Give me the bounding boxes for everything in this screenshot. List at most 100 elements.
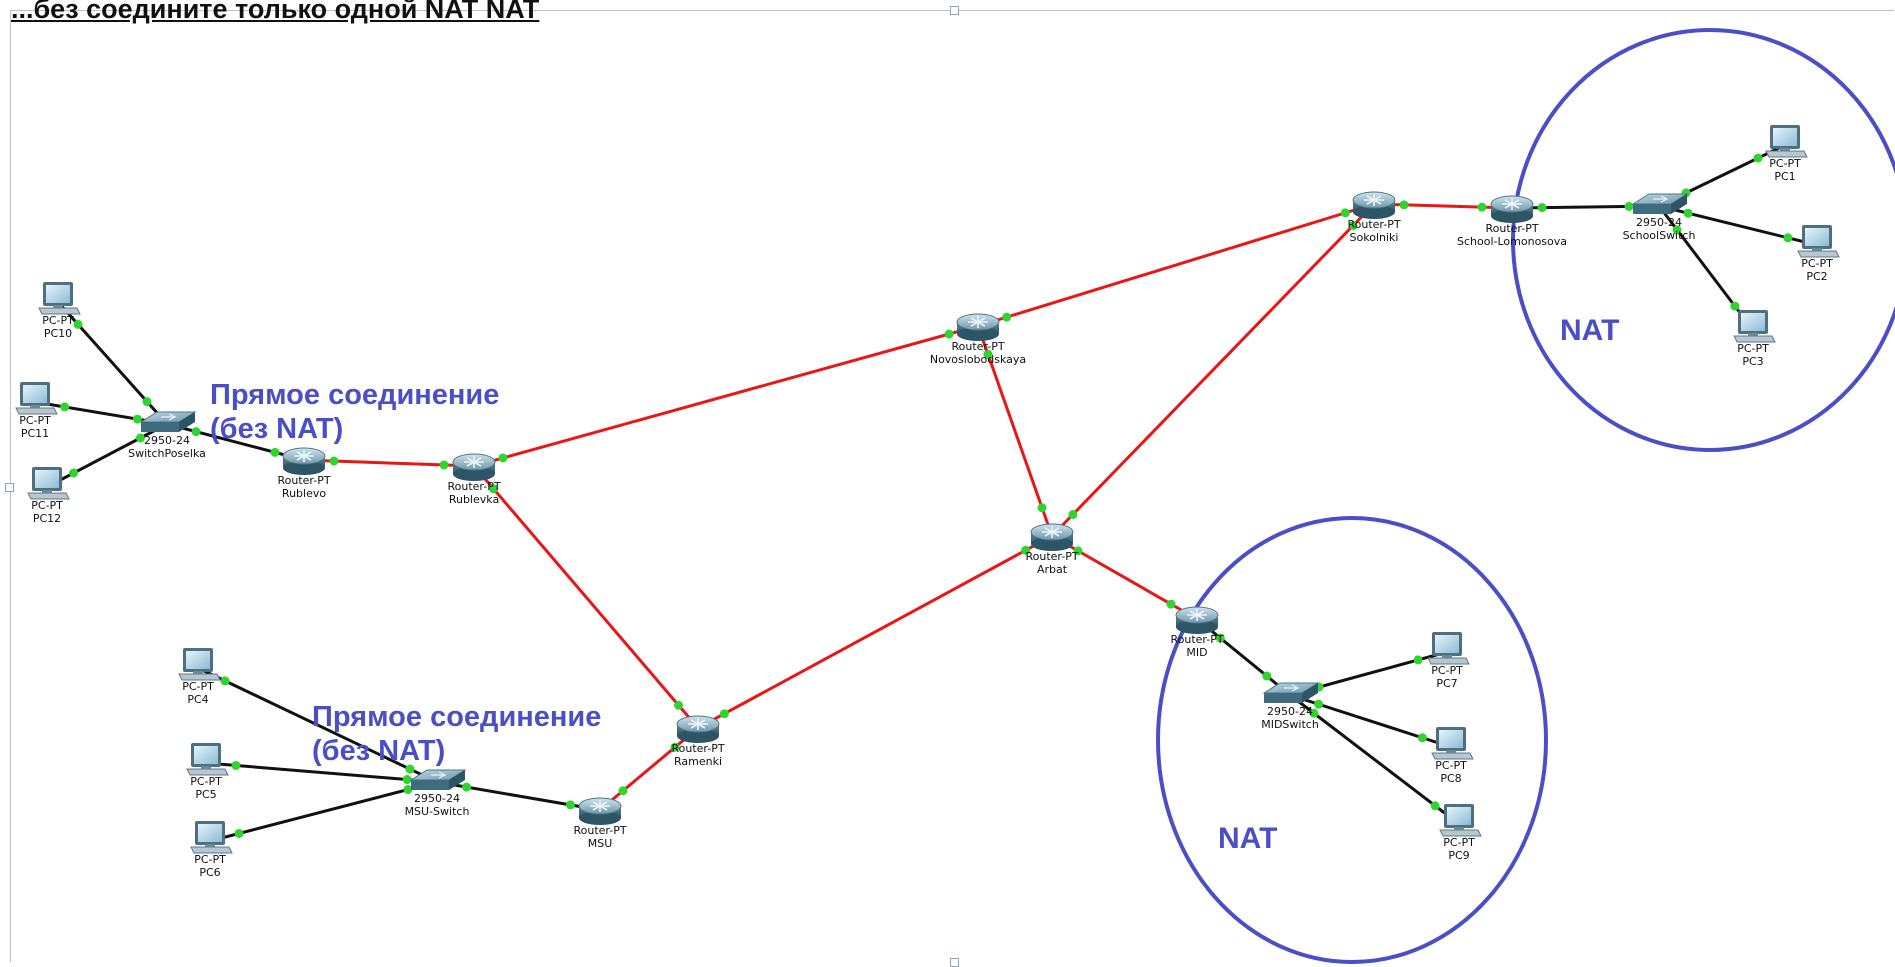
link-ramenki-msu[interactable]: [599, 726, 699, 812]
nat-label-school: NAT: [1560, 314, 1620, 347]
switch-icon: [1631, 193, 1689, 214]
link-novo-arbat[interactable]: [976, 325, 1054, 537]
link-sokolniki-school[interactable]: [1373, 202, 1513, 210]
device-model-label: Router-PT: [1485, 222, 1538, 235]
link-endpoint-dot: [1683, 208, 1693, 218]
direct-note-top-line2: (без NAT): [210, 413, 344, 445]
link-pc10-swp[interactable]: [56, 301, 169, 425]
link-endpoint-dot: [1537, 203, 1547, 213]
link-pc12-swp[interactable]: [46, 422, 168, 489]
link-arbat-ramenki[interactable]: [697, 534, 1053, 730]
link-msusw-pc4[interactable]: [197, 666, 438, 784]
device-name-label: MIDSwitch: [1261, 718, 1319, 731]
link-endpoint-dot: [1624, 201, 1634, 211]
link-endpoint-dot: [405, 764, 415, 774]
pc-icon: [1733, 310, 1776, 343]
device-name-label: Rublevka: [449, 493, 499, 506]
link-endpoint-dot: [1002, 312, 1012, 322]
link-endpoint-dot: [1215, 633, 1225, 643]
device-name-label: PC9: [1448, 849, 1469, 862]
device-name-label: PC5: [195, 788, 216, 801]
device-model-label: 2950-24: [414, 792, 460, 805]
link-endpoint-dot: [60, 402, 70, 412]
link-rublevka-novo[interactable]: [473, 324, 979, 468]
link-endpoint-dot: [1477, 202, 1487, 212]
link-novo-sokolniki[interactable]: [977, 202, 1375, 328]
link-endpoint-dot: [1314, 699, 1324, 709]
link-endpoint-dot: [1073, 546, 1083, 556]
direct-note-bottom-line1: Прямое соединение: [312, 701, 602, 733]
device-name-label: PC1: [1774, 170, 1795, 183]
device-model-label: 2950-24: [1267, 705, 1313, 718]
link-sokolniki-arbat[interactable]: [1050, 202, 1376, 538]
resize-handle-top[interactable]: [950, 6, 959, 15]
link-endpoint-dot: [234, 828, 244, 838]
router-icon: [1175, 606, 1219, 634]
device-model-label: PC-PT: [1443, 836, 1475, 849]
device-model-label: PC-PT: [1801, 257, 1833, 270]
link-endpoint-dot: [1166, 599, 1176, 609]
device-name-label: Rublevo: [282, 487, 326, 500]
link-endpoint-dot: [1730, 301, 1740, 311]
link-rublevka-ramenki[interactable]: [472, 465, 700, 729]
link-endpoint-dot: [670, 742, 680, 752]
pc-icon: [15, 382, 58, 415]
link-endpoint-dot: [1309, 708, 1319, 718]
router-icon: [282, 447, 326, 475]
device-model-label: PC-PT: [182, 680, 214, 693]
device-name-label: Arbat: [1037, 563, 1068, 576]
device-model-label: PC-PT: [1737, 342, 1769, 355]
pc-icon: [27, 467, 70, 500]
link-midsw-pc9[interactable]: [1289, 693, 1460, 826]
link-msusw-pc6[interactable]: [209, 780, 438, 843]
pc-icon: [1431, 727, 1474, 760]
link-swp-rublevo[interactable]: [166, 422, 305, 462]
device-name-label: PC6: [199, 866, 220, 879]
link-endpoint-dot: [439, 460, 449, 470]
device-model-label: PC-PT: [19, 414, 51, 427]
link-endpoint-dot: [1753, 153, 1763, 163]
link-endpoint-dot: [1417, 733, 1427, 743]
link-endpoint-dot: [132, 414, 142, 424]
device-model-label: Router-PT: [951, 340, 1004, 353]
resize-handle-left[interactable]: [5, 483, 14, 492]
device-model-label: PC-PT: [42, 314, 74, 327]
link-endpoint-dot: [329, 456, 339, 466]
link-msusw-pc5[interactable]: [205, 761, 438, 784]
link-endpoint-dot: [402, 775, 412, 785]
device-model-label: Router-PT: [277, 474, 330, 487]
link-arbat-mid[interactable]: [1051, 534, 1198, 621]
device-name-label: Novoslobodskaya: [930, 353, 1026, 366]
link-endpoint-dot: [1021, 545, 1031, 555]
pc-icon: [186, 743, 229, 776]
device-model-label: Router-PT: [1347, 218, 1400, 231]
switch-icon: [409, 769, 467, 790]
pc-icon: [178, 648, 221, 681]
device-name-label: Ramenki: [674, 755, 722, 768]
